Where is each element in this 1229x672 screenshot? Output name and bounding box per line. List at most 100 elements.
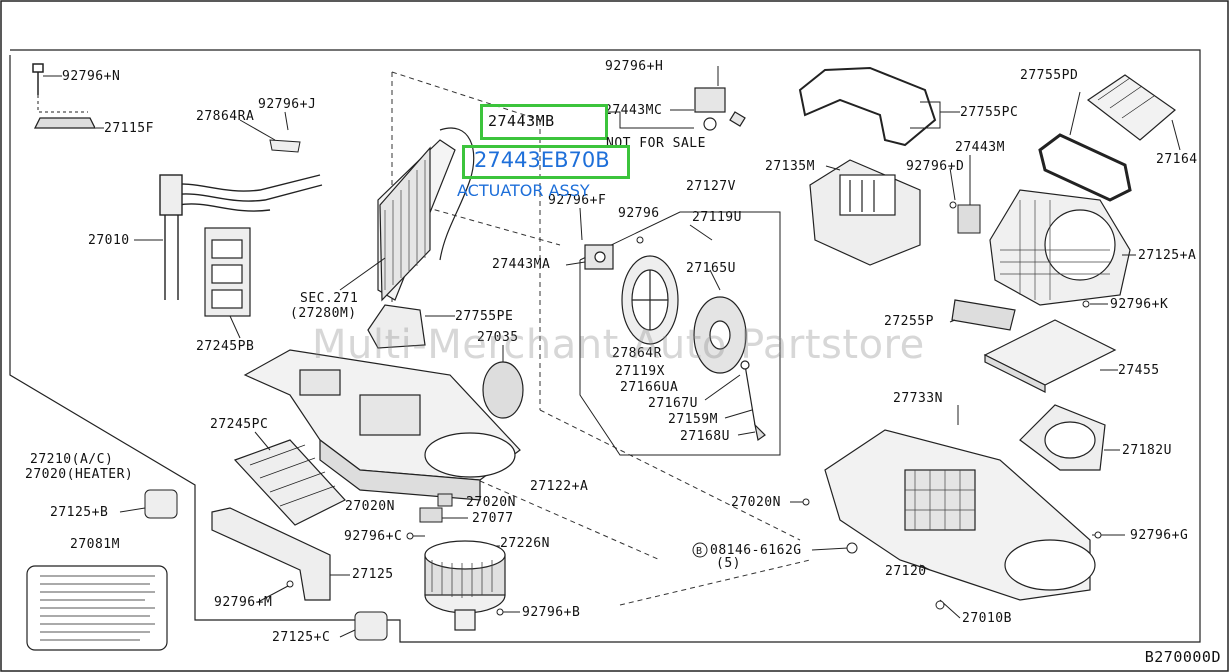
connector-icon (437, 493, 453, 507)
label-27255p: 27255P (884, 314, 934, 329)
label-92796-k: 92796+K (1110, 297, 1169, 312)
main-case-icon (824, 429, 1096, 601)
label-27020n-b: 27020N (466, 495, 516, 510)
label-92796-h: 92796+H (605, 59, 664, 74)
highlight-box-27443eb70b[interactable] (462, 145, 630, 179)
pad-icon (144, 489, 178, 519)
highlight-part-27443eb70b[interactable]: 27443EB70B (474, 148, 610, 172)
label-27168u: 27168U (680, 429, 730, 444)
label-08146-6162g: 08146-6162G (710, 543, 802, 558)
label-27122-a: 27122+A (530, 479, 589, 494)
label-27210: 27210(A/C) (30, 452, 114, 467)
label-92796-c: 92796+C (344, 529, 403, 544)
label-27119u: 27119U (692, 210, 742, 225)
label-92796-f: 92796+F (548, 193, 607, 208)
heater-pipe-icon (159, 174, 323, 300)
label-27125-b: 27125+B (50, 505, 109, 520)
label-27755pe: 27755PE (455, 309, 514, 324)
label-27125-c: 27125+C (272, 630, 331, 645)
svg-text:B: B (696, 546, 702, 557)
label-27864ra: 27864RA (196, 109, 255, 124)
label-92796: 92796 (618, 206, 660, 221)
lower-case-icon (243, 349, 521, 501)
resistor-icon (419, 507, 443, 523)
highlight-box-27443mb[interactable] (480, 104, 608, 140)
label-27164: 27164 (1156, 152, 1198, 167)
seal-ring-icon (798, 66, 937, 147)
circle-b-icon (692, 542, 708, 558)
label-27245pb: 27245PB (196, 339, 255, 354)
bolt-icon (846, 542, 858, 554)
label-27226n: 27226N (500, 536, 550, 551)
label-92796-g: 92796+G (1130, 528, 1189, 543)
label-27755pc: 27755PC (960, 105, 1019, 120)
label-27119x: 27119X (615, 364, 665, 379)
link-rod-icon (740, 360, 766, 442)
gasket-icon (204, 227, 251, 317)
label-27081m: 27081M (70, 537, 120, 552)
label-27280m: (27280M) (290, 306, 357, 321)
blower-motor-icon (424, 540, 506, 631)
group-bracket (579, 211, 781, 456)
label-27165u: 27165U (686, 261, 736, 276)
label-27020n: 27020N (345, 499, 395, 514)
cabin-filter-icon (983, 319, 1117, 393)
label-27120: 27120 (885, 564, 927, 579)
actuator-icon (584, 244, 614, 270)
caution-label-icon (26, 565, 168, 651)
bracket-icon (33, 117, 97, 129)
frame-icon (1038, 133, 1132, 202)
screw-icon (935, 600, 945, 610)
label-27010b: 27010B (962, 611, 1012, 626)
label-27443mc: 27443MC (604, 103, 663, 118)
highlight-part-27443mb[interactable]: 27443MB (488, 112, 555, 130)
duct-icon (367, 304, 426, 349)
label-27167u: 27167U (648, 396, 698, 411)
label-sec-271: SEC.271 (300, 291, 359, 306)
label-27733n: 27733N (893, 391, 943, 406)
label-27864r: 27864R (612, 346, 662, 361)
actuator-icon (957, 204, 981, 234)
label-27127v: 27127V (686, 179, 736, 194)
diagram-code: B270000D (1144, 648, 1221, 666)
label-27077: 27077 (472, 511, 514, 526)
label-27125: 27125 (352, 567, 394, 582)
label-92796-d: 92796+D (906, 159, 965, 174)
fan-shroud-icon (621, 255, 679, 345)
label-27443ma: 27443MA (492, 257, 551, 272)
label-27010: 27010 (88, 233, 130, 248)
fan-icon (693, 296, 747, 374)
label-92796-m: 92796+M (214, 595, 273, 610)
label-qty-5: (5) (716, 556, 741, 571)
label-92796-b: 92796+B (522, 605, 581, 620)
label-27455: 27455 (1118, 363, 1160, 378)
bolt-icon (32, 63, 44, 95)
outlet-duct-icon (1019, 404, 1106, 471)
label-27755pd: 27755PD (1020, 68, 1079, 83)
pad-icon (354, 611, 388, 641)
upper-case-icon (809, 159, 921, 266)
label-27035: 27035 (477, 330, 519, 345)
filter-icon (1086, 74, 1176, 141)
label-27125-a: 27125+A (1138, 248, 1197, 263)
assembly-outline (9, 49, 1201, 643)
actuator-icon (694, 87, 746, 131)
panel-icon (233, 439, 346, 526)
blower-housing-icon (989, 189, 1131, 306)
seal-icon (269, 139, 301, 153)
watermark-text: Multi-Merchant Auto Partstore (312, 322, 925, 368)
label-27020-heater: 27020(HEATER) (25, 467, 134, 482)
label-92796-j: 92796+J (258, 97, 317, 112)
trim-icon (211, 507, 331, 601)
label-27115f: 27115F (104, 121, 154, 136)
screw-icon (286, 201, 1102, 616)
label-27020n-c: 27020N (731, 495, 781, 510)
label-27166ua: 27166UA (620, 380, 679, 395)
label-92796-n: 92796+N (62, 69, 121, 84)
label-27135m: 27135M (765, 159, 815, 174)
label-27245pc: 27245PC (210, 417, 269, 432)
highlight-desc-actuator-assy[interactable]: ACTUATOR ASSY (457, 181, 590, 200)
label-27182u: 27182U (1122, 443, 1172, 458)
not-for-sale-note: NOT FOR SALE (606, 136, 706, 151)
